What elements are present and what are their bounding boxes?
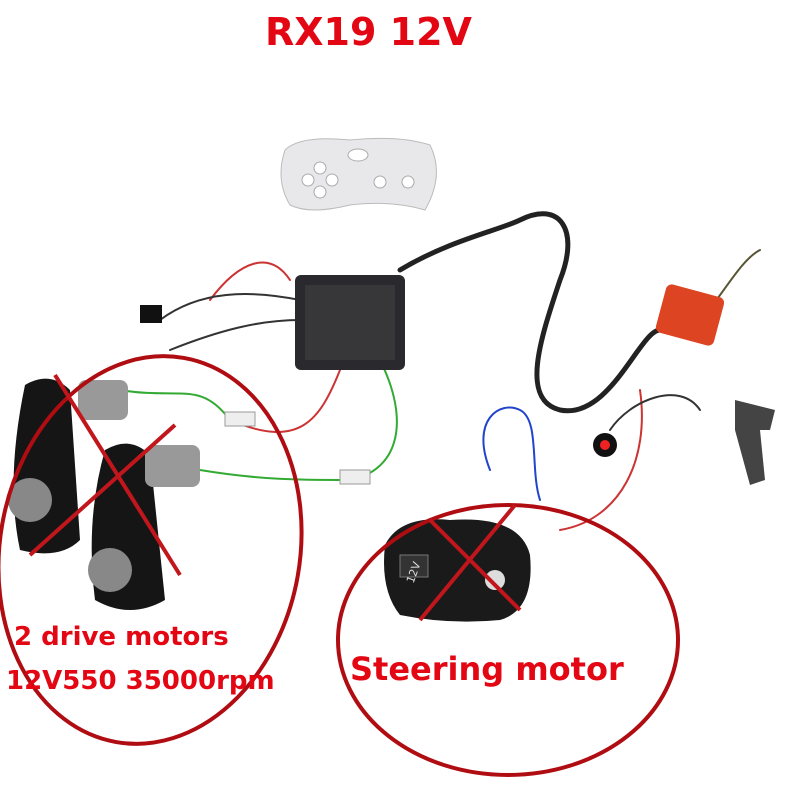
main-harness-wire	[397, 211, 663, 414]
red-module	[655, 284, 725, 346]
wire	[169, 319, 301, 351]
remote-control	[280, 137, 437, 211]
steering-motor-gearbox	[384, 519, 531, 622]
product-title: RX19 12V	[265, 10, 472, 54]
wire	[229, 369, 341, 433]
wire	[609, 394, 701, 431]
wire	[559, 389, 643, 531]
drive-motors	[8, 378, 200, 610]
wire	[159, 293, 301, 321]
wire	[119, 389, 231, 421]
drive-motors-spec: 12V550 35000rpm	[6, 666, 275, 696]
wire	[482, 406, 541, 501]
steering-motor-circle	[336, 503, 680, 777]
drive-motors-circle	[0, 354, 304, 746]
steering-motor-label: Steering motor	[350, 650, 624, 688]
shifter	[735, 400, 775, 485]
cross-out-mark	[28, 373, 522, 622]
drive-motors-label: 2 drive motors	[14, 622, 229, 652]
wire	[209, 261, 291, 301]
